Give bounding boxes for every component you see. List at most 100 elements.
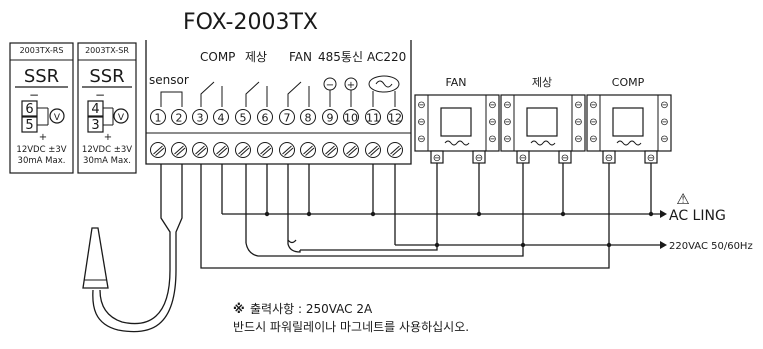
ac-source-icon [368,75,400,93]
terminal-number: 7 [284,112,291,125]
terminal-number: 1 [155,112,162,125]
relay-label: 제상 [532,76,552,89]
sensor-probe [82,227,109,289]
ssr-minus-terminal: 4 [91,102,99,117]
terminal-number: 8 [305,112,312,125]
screw-icon: ⊖ [589,100,597,111]
ssr-module-rs: 2003TX-RS SSR − 6 5 V + 12VDC ±3V 30mA M… [9,42,74,174]
terminal-4: 4 [213,109,229,158]
terminal-7: 7 [279,109,295,158]
screw-icon: ⊖ [417,134,425,145]
terminal-number: 2 [176,112,183,125]
relay-module: COMP⊖⊖⊖⊖⊖⊖⊖⊖ [586,76,672,164]
diagram-title: FOX-2003TX [183,10,318,35]
screw-icon: ⊖ [561,153,569,164]
screw-icon [365,142,381,158]
screw-icon: ⊖ [417,100,425,111]
screw-icon [279,142,295,158]
screw-icon [150,142,166,158]
warning-icon: ⚠ [676,190,689,208]
note-rating: 출력사항 : 250VAC 2A [250,302,373,316]
terminal-8: 8 [300,109,316,158]
note-instruction: 반드시 파워릴레이나 마그네트를 사용하십시오. [233,320,469,334]
terminal-9: 9 [322,109,338,158]
note-mark: ※ [233,302,245,316]
terminal-number: 12 [388,112,402,125]
screw-icon: ⊖ [503,134,511,145]
relay-module: FAN⊖⊖⊖⊖⊖⊖⊖⊖ [414,76,500,164]
screw-icon: ⊖ [519,153,527,164]
terminal-1: 1 [150,109,166,158]
screw-icon: ⊖ [647,153,655,164]
rs485-plus-sign: + [347,80,355,91]
ssr-label: SSR [89,66,124,87]
screw-icon [300,142,316,158]
screw-icon [235,142,251,158]
screw-icon [213,142,229,158]
terminal-5: 5 [235,109,251,158]
screw-icon: ⊖ [574,134,582,145]
screw-icon: ⊖ [488,134,496,145]
screw-icon: ⊖ [488,117,496,128]
relay-label: COMP [612,76,645,89]
rs485-minus-sign: − [326,80,334,91]
screw-icon: ⊖ [503,100,511,111]
ac-220v-label: 220VAC 50/60Hz [669,241,753,252]
ssr-minus-sign: − [29,88,39,102]
screw-icon [257,142,273,158]
terminal-10: 10 [343,109,359,158]
ssr-rating-voltage: 12VDC ±3V [16,145,66,155]
voltmeter-symbol: V [118,113,125,123]
screw-icon: ⊖ [488,100,496,111]
voltmeter-icon [113,108,129,124]
ssr-rating-current: 30mA Max. [18,156,66,166]
ssr-module-sr: 2003TX-SR SSR − 4 3 V + 12VDC ±3V 30mA M… [77,42,137,174]
ssr-minus-sign: − [95,88,105,102]
group-label-comp: COMP [200,50,235,64]
screw-icon [387,142,403,158]
group-label-ac220: AC220 [367,50,406,64]
relay-coil-icon [612,107,644,137]
ssr-label: SSR [24,66,59,87]
screw-icon: ⊖ [475,153,483,164]
screw-icon [322,142,338,158]
terminal-number: 9 [327,112,334,125]
ssr-minus-terminal: 6 [25,102,33,117]
terminal-number: 4 [218,112,225,125]
ssr-plus-sign: + [104,132,112,143]
terminal-number: 11 [366,112,380,125]
screw-icon: ⊖ [660,100,668,111]
terminal-2: 2 [171,109,187,158]
terminal-11: 11 [365,109,381,158]
relay-label: FAN [445,76,466,89]
screw-icon: ⊖ [589,134,597,145]
terminal-6: 6 [257,109,273,158]
group-label-fan: FAN [289,50,312,64]
ssr-plus-terminal: 5 [25,118,33,133]
terminal-number: 10 [344,112,358,125]
ssr-plus-sign: + [39,132,47,143]
ssr-rating-current: 30mA Max. [83,156,131,166]
terminal-number: 5 [240,112,247,125]
voltmeter-icon [49,108,65,124]
voltmeter-symbol: V [54,113,61,123]
relay-coil-icon [526,107,558,137]
screw-icon: ⊖ [574,100,582,111]
ssr-model-label: 2003TX-SR [85,46,129,55]
screw-icon: ⊖ [660,117,668,128]
screw-icon: ⊖ [417,117,425,128]
screw-icon [192,142,208,158]
group-label-sensor: sensor [149,73,189,87]
screw-icon: ⊖ [605,153,613,164]
ssr-model-label: 2003TX-RS [20,46,64,55]
group-label-rs485: 485통신 [318,50,363,64]
terminal-3: 3 [192,109,208,158]
terminal-12: 12 [387,109,403,158]
ssr-rating-voltage: 12VDC ±3V [82,145,132,155]
group-label-defrost: 제상 [245,50,267,64]
screw-icon: ⊖ [660,134,668,145]
screw-icon [171,142,187,158]
